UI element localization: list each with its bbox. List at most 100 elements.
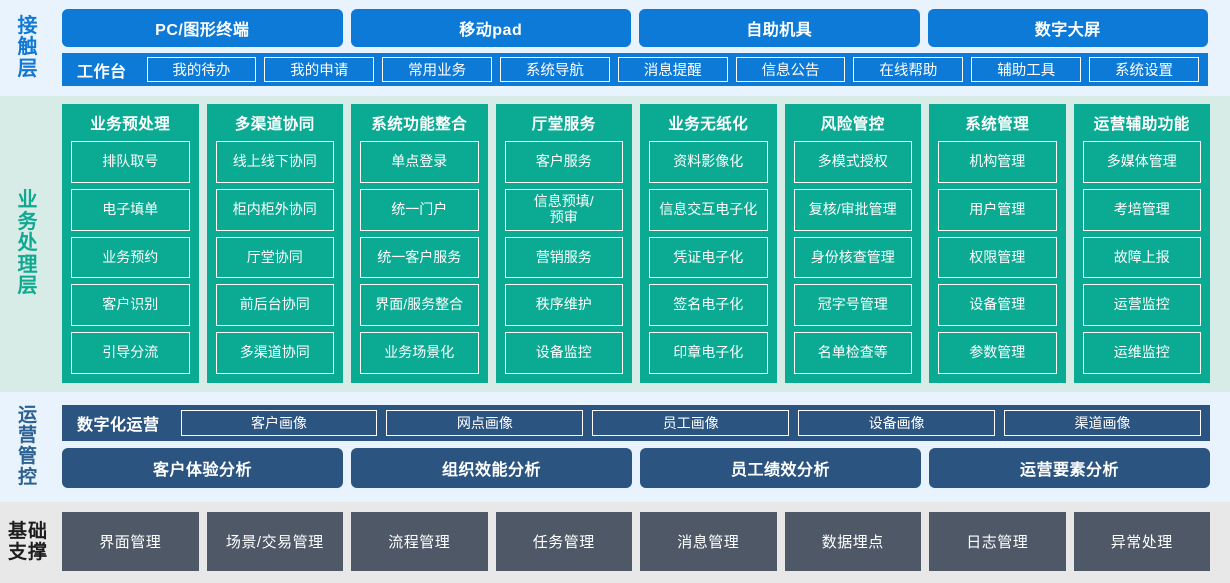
- analysis-organization-efficiency[interactable]: 组织效能分析: [351, 448, 632, 488]
- business-item[interactable]: 业务场景化: [360, 332, 479, 374]
- column-title: 风险管控: [820, 116, 885, 133]
- channel-pc-terminal[interactable]: PC/图形终端: [62, 9, 343, 47]
- business-column-multichannel: 多渠道协同 线上线下协同 柜内柜外协同 厅堂协同 前后台协同 多渠道协同: [206, 104, 343, 383]
- foundation-item-exception-handling[interactable]: 异常处理: [1073, 512, 1210, 571]
- portrait-device[interactable]: 设备画像: [798, 410, 996, 436]
- workbench-button-my-todo[interactable]: 我的待办: [146, 57, 257, 82]
- contact-layer-body: PC/图形终端 移动pad 自助机具 数字大屏 工作台 我的待办 我的申请 常用…: [56, 0, 1230, 96]
- column-items: 单点登录 统一门户 统一客户服务 界面/服务整合 业务场景化: [360, 141, 479, 374]
- business-item[interactable]: 柜内柜外协同: [215, 188, 334, 231]
- business-column-lobby-service: 厅堂服务 客户服务 信息预填/ 预审 营销服务 秩序维护 设备监控: [495, 104, 632, 383]
- business-item[interactable]: 运营监控: [1082, 284, 1201, 327]
- foundation-item-log-management[interactable]: 日志管理: [929, 512, 1066, 571]
- business-item[interactable]: 多模式授权: [793, 141, 912, 183]
- analysis-customer-experience[interactable]: 客户体验分析: [62, 448, 343, 488]
- business-layer: 业务处理层 业务预处理 排队取号 电子填单 业务预约 客户识别 引导分流 多渠道…: [0, 96, 1230, 392]
- workbench-label: 工作台: [77, 63, 127, 81]
- column-items: 排队取号 电子填单 业务预约 客户识别 引导分流: [71, 141, 190, 374]
- business-item[interactable]: 业务预约: [71, 236, 190, 279]
- workbench-row: 工作台 我的待办 我的申请 常用业务 系统导航 消息提醒 信息公告 在线帮助 辅…: [62, 53, 1208, 86]
- foundation-item-process-management[interactable]: 流程管理: [351, 512, 488, 571]
- contact-layer: 接触层 PC/图形终端 移动pad 自助机具 数字大屏 工作台 我的待办 我的申…: [0, 0, 1230, 96]
- business-item[interactable]: 界面/服务整合: [360, 284, 479, 327]
- business-item[interactable]: 单点登录: [360, 141, 479, 183]
- workbench-button-system-nav[interactable]: 系统导航: [500, 57, 610, 82]
- business-item[interactable]: 统一客户服务: [360, 236, 479, 279]
- business-item[interactable]: 签名电子化: [649, 284, 768, 327]
- foundation-item-message-management[interactable]: 消息管理: [640, 512, 777, 571]
- business-item[interactable]: 客户服务: [504, 141, 623, 183]
- business-item[interactable]: 多渠道协同: [215, 332, 334, 374]
- column-items: 客户服务 信息预填/ 预审 营销服务 秩序维护 设备监控: [504, 141, 623, 374]
- workbench-button-aux-tools[interactable]: 辅助工具: [971, 57, 1082, 82]
- business-item[interactable]: 运维监控: [1082, 332, 1201, 374]
- operations-layer-label: 运营管控: [0, 392, 56, 502]
- foundation-item-scene-transaction[interactable]: 场景/交易管理: [206, 512, 343, 571]
- business-item[interactable]: 信息交互电子化: [649, 188, 768, 231]
- workbench-button-common-business[interactable]: 常用业务: [382, 57, 492, 82]
- column-title: 系统功能整合: [371, 116, 468, 133]
- foundation-item-ui-management[interactable]: 界面管理: [62, 512, 199, 571]
- business-item[interactable]: 厅堂协同: [215, 236, 334, 279]
- column-items: 线上线下协同 柜内柜外协同 厅堂协同 前后台协同 多渠道协同: [215, 141, 334, 374]
- channel-self-service-machine[interactable]: 自助机具: [639, 9, 920, 47]
- business-item[interactable]: 引导分流: [71, 332, 190, 374]
- portrait-customer[interactable]: 客户画像: [180, 410, 378, 436]
- analysis-operation-factors[interactable]: 运营要素分析: [929, 448, 1210, 488]
- portrait-channel[interactable]: 渠道画像: [1004, 410, 1201, 436]
- business-item[interactable]: 故障上报: [1082, 236, 1201, 279]
- portrait-employee[interactable]: 员工画像: [592, 410, 790, 436]
- business-item[interactable]: 多媒体管理: [1082, 141, 1201, 183]
- business-item[interactable]: 客户识别: [71, 284, 190, 327]
- foundation-item-data-tracking[interactable]: 数据埋点: [784, 512, 921, 571]
- business-item[interactable]: 秩序维护: [504, 284, 623, 327]
- business-item[interactable]: 电子填单: [71, 188, 190, 231]
- portrait-branch[interactable]: 网点画像: [386, 410, 584, 436]
- workbench-button-system-settings[interactable]: 系统设置: [1089, 57, 1199, 82]
- operations-layer: 运营管控 数字化运营 客户画像 网点画像 员工画像 设备画像 渠道画像 客户体验…: [0, 392, 1230, 502]
- business-item[interactable]: 信息预填/ 预审: [504, 188, 623, 231]
- business-item[interactable]: 参数管理: [938, 332, 1057, 374]
- column-title: 运营辅助功能: [1093, 116, 1190, 133]
- business-item[interactable]: 营销服务: [504, 236, 623, 279]
- business-item[interactable]: 权限管理: [938, 236, 1057, 279]
- column-title: 业务预处理: [90, 116, 171, 133]
- business-layer-label-text: 业务处理层: [17, 189, 39, 298]
- workbench-button-announcement[interactable]: 信息公告: [735, 57, 846, 82]
- digital-operations-row: 数字化运营 客户画像 网点画像 员工画像 设备画像 渠道画像: [62, 405, 1210, 441]
- business-item[interactable]: 前后台协同: [215, 284, 334, 327]
- channel-digital-screen[interactable]: 数字大屏: [927, 9, 1208, 47]
- workbench-button-message-alert[interactable]: 消息提醒: [617, 57, 728, 82]
- business-item[interactable]: 排队取号: [71, 141, 190, 183]
- foundation-layer-body: 界面管理 场景/交易管理 流程管理 任务管理 消息管理 数据埋点 日志管理 异常…: [56, 502, 1230, 583]
- foundation-item-task-management[interactable]: 任务管理: [495, 512, 632, 571]
- business-item[interactable]: 名单检查等: [793, 332, 912, 374]
- business-item[interactable]: 机构管理: [938, 141, 1057, 183]
- column-title: 厅堂服务: [531, 116, 596, 133]
- business-item[interactable]: 用户管理: [938, 188, 1057, 231]
- digital-operations-label: 数字化运营: [77, 417, 160, 434]
- business-item[interactable]: 设备监控: [504, 332, 623, 374]
- analysis-employee-performance[interactable]: 员工绩效分析: [640, 448, 921, 488]
- workbench-button-online-help[interactable]: 在线帮助: [853, 57, 964, 82]
- business-item[interactable]: 统一门户: [360, 188, 479, 231]
- business-item[interactable]: 凭证电子化: [649, 236, 768, 279]
- business-layer-label: 业务处理层: [0, 96, 56, 392]
- business-item[interactable]: 线上线下协同: [215, 141, 334, 183]
- business-item[interactable]: 印章电子化: [649, 332, 768, 374]
- column-items: 机构管理 用户管理 权限管理 设备管理 参数管理: [938, 141, 1057, 374]
- column-items: 多模式授权 复核/审批管理 身份核查管理 冠字号管理 名单检查等: [793, 141, 912, 374]
- business-item[interactable]: 考培管理: [1082, 188, 1201, 231]
- column-title: 系统管理: [965, 116, 1030, 133]
- business-item[interactable]: 资料影像化: [649, 141, 768, 183]
- business-item[interactable]: 设备管理: [938, 284, 1057, 327]
- channel-mobile-pad[interactable]: 移动pad: [350, 9, 631, 47]
- business-item[interactable]: 复核/审批管理: [793, 188, 912, 231]
- business-column-preprocessing: 业务预处理 排队取号 电子填单 业务预约 客户识别 引导分流: [62, 104, 199, 383]
- operations-layer-body: 数字化运营 客户画像 网点画像 员工画像 设备画像 渠道画像 客户体验分析 组织…: [56, 392, 1230, 502]
- business-column-risk-control: 风险管控 多模式授权 复核/审批管理 身份核查管理 冠字号管理 名单检查等: [784, 104, 921, 383]
- business-item[interactable]: 身份核查管理: [793, 236, 912, 279]
- business-item[interactable]: 冠字号管理: [793, 284, 912, 327]
- workbench-button-my-application[interactable]: 我的申请: [264, 57, 375, 82]
- operations-layer-label-text: 运营管控: [17, 404, 38, 488]
